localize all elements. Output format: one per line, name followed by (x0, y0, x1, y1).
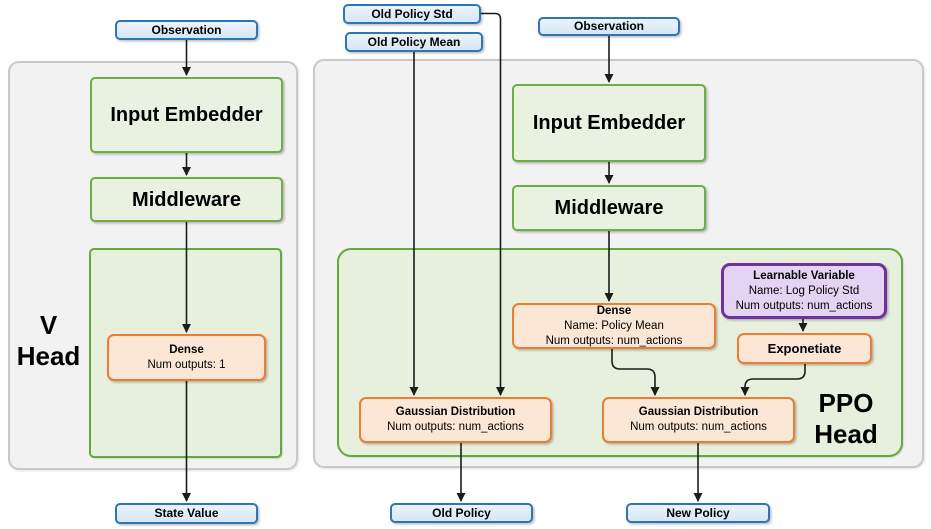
v-head-label: V Head (8, 310, 89, 372)
node-observation-ppo-label: Observation (573, 19, 645, 34)
node-learnable-variable-title: Learnable Variable (753, 269, 855, 282)
ppo-head-label-line2: Head (814, 419, 878, 449)
node-observation-ppo: Observation (538, 17, 680, 36)
node-middleware-v-label: Middleware (132, 188, 241, 211)
node-new-policy: New Policy (626, 503, 770, 523)
node-dense-v-outputs: Num outputs: 1 (147, 358, 226, 371)
ppo-head-label: PPO Head (800, 388, 892, 450)
node-dense-v: Dense Num outputs: 1 (107, 334, 266, 381)
node-middleware-v: Middleware (90, 177, 283, 222)
node-old-policy-mean-label: Old Policy Mean (367, 34, 461, 49)
node-dense-ppo-name: Name: Policy Mean (564, 319, 664, 332)
node-exponetiate-label: Exponetiate (767, 340, 842, 356)
node-gaussian-old-title: Gaussian Distribution (395, 406, 516, 418)
node-learnable-variable-outputs: Num outputs: num_actions (735, 299, 873, 312)
node-state-value-label: State Value (154, 506, 219, 521)
node-input-embedder-ppo-label: Input Embedder (532, 112, 686, 134)
node-dense-ppo-title: Dense (596, 304, 632, 317)
node-dense-ppo: Dense Name: Policy Mean Num outputs: num… (512, 303, 716, 349)
node-gaussian-new-title: Gaussian Distribution (638, 406, 759, 418)
node-middleware-ppo: Middleware (512, 185, 706, 231)
v-head-label-line2: Head (16, 341, 81, 371)
node-gaussian-old-outputs: Num outputs: num_actions (387, 421, 524, 433)
node-old-policy: Old Policy (390, 503, 533, 523)
node-dense-ppo-outputs: Num outputs: num_actions (545, 334, 683, 347)
ppo-head-label-line1: PPO (818, 388, 874, 418)
node-old-policy-mean: Old Policy Mean (345, 32, 483, 52)
node-input-embedder-v: Input Embedder (90, 77, 283, 153)
node-gaussian-distribution-old: Gaussian Distribution Num outputs: num_a… (359, 397, 552, 443)
node-old-policy-std-label: Old Policy Std (371, 6, 453, 21)
node-new-policy-label: New Policy (666, 505, 730, 520)
node-gaussian-new-outputs: Num outputs: num_actions (630, 421, 767, 433)
node-input-embedder-v-label: Input Embedder (110, 104, 263, 126)
node-learnable-variable-name: Name: Log Policy Std (748, 284, 860, 297)
node-gaussian-distribution-new: Gaussian Distribution Num outputs: num_a… (602, 397, 795, 443)
node-input-embedder-ppo: Input Embedder (512, 84, 706, 162)
node-old-policy-std: Old Policy Std (343, 4, 481, 24)
node-observation-v: Observation (115, 20, 258, 40)
node-middleware-ppo-label: Middleware (554, 197, 664, 219)
node-exponetiate: Exponetiate (737, 333, 872, 364)
node-learnable-variable: Learnable Variable Name: Log Policy Std … (721, 263, 887, 319)
node-dense-v-title: Dense (169, 343, 204, 356)
v-head-label-line1: V (39, 310, 58, 340)
node-state-value: State Value (115, 503, 258, 524)
node-observation-v-label: Observation (151, 22, 222, 37)
node-old-policy-label: Old Policy (432, 505, 491, 520)
